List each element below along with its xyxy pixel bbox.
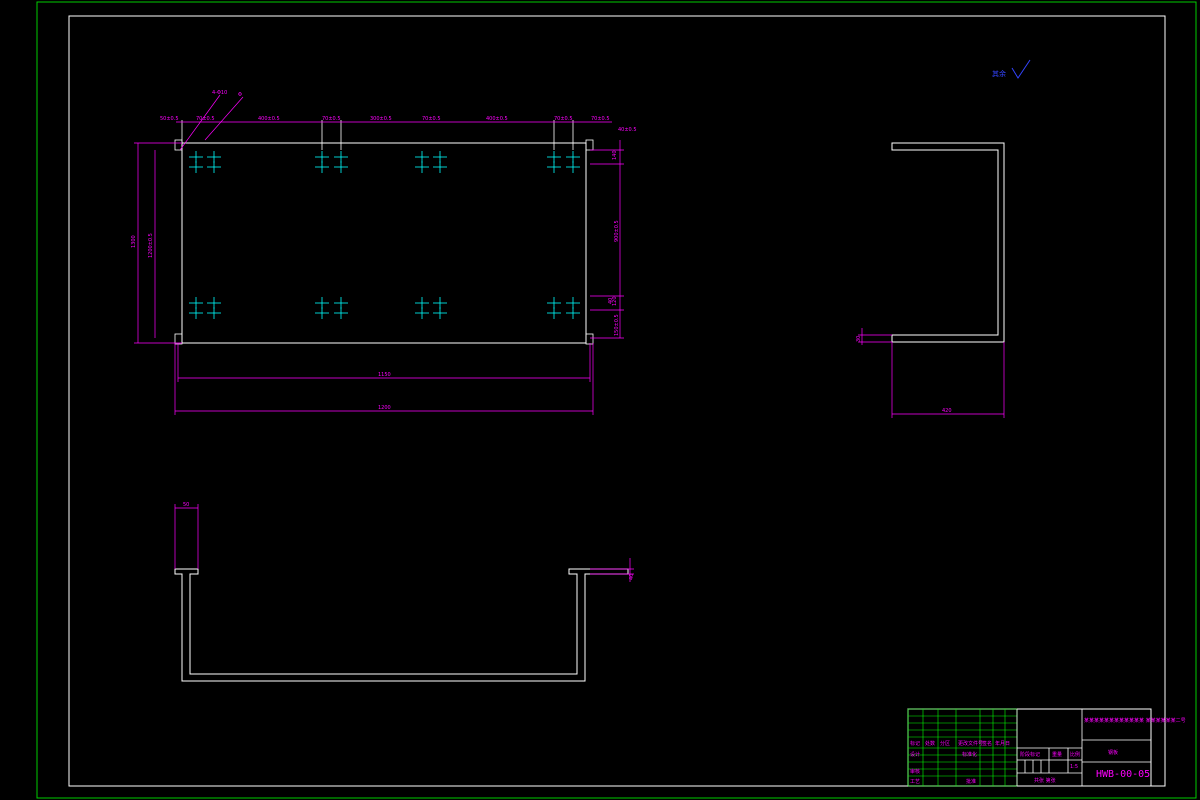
leader-label: 4-Φ10 bbox=[212, 90, 227, 96]
roughness-symbol-icon bbox=[1011, 59, 1031, 79]
top-dim-label: 70±0.5 bbox=[422, 116, 441, 122]
corner-tab bbox=[174, 139, 183, 151]
top-dim-label: 400±0.5 bbox=[486, 116, 508, 122]
drawing-title: 某某某某某某某某某某某某 某某某某某某二号 bbox=[1084, 718, 1186, 724]
right-dim-label: 900±0.5 bbox=[614, 220, 620, 242]
right-dim-label: 150±0.5 bbox=[614, 314, 620, 336]
sheet-info: 共张 第张 bbox=[1034, 777, 1056, 784]
top-dim-label: 50±0.5 bbox=[160, 116, 179, 122]
tb-mid-label: 标准化 bbox=[962, 751, 977, 758]
front-flange-dim: 50 bbox=[183, 502, 189, 508]
bottom-dim-label: 1200 bbox=[378, 405, 391, 411]
corner-tab bbox=[585, 139, 594, 151]
roughness-note: 其余 bbox=[992, 59, 1031, 79]
top-dim-label: 70±0.5 bbox=[591, 116, 610, 122]
top-dim-label: 300±0.5 bbox=[370, 116, 392, 122]
top-dim-label: 70±0.5 bbox=[196, 116, 215, 122]
corner-tab bbox=[174, 333, 183, 345]
stage-label: 阶段标记 bbox=[1020, 751, 1040, 758]
right-dim-label: 40±0.5 bbox=[618, 127, 637, 133]
top-dim-label: 400±0.5 bbox=[258, 116, 280, 122]
tb-mid-label: 批准 bbox=[966, 778, 976, 785]
tb-row-label: 审核 bbox=[910, 768, 920, 775]
front-side-dim: 40 bbox=[629, 574, 635, 580]
corner-tab bbox=[585, 333, 594, 345]
tb-header: 年月日 bbox=[995, 740, 1010, 747]
tb-header: 分区 bbox=[940, 740, 950, 747]
left-dim-label: 1300 bbox=[131, 235, 137, 248]
side-width-dim: 420 bbox=[942, 408, 952, 414]
top-dim-label: 70±0.5 bbox=[554, 116, 573, 122]
tb-header: 更改文件号 bbox=[958, 740, 983, 747]
roughness-note-text: 其余 bbox=[992, 69, 1006, 78]
stage-label: 比例 bbox=[1070, 751, 1080, 758]
hole-center-marks bbox=[189, 151, 580, 319]
plate-outline bbox=[181, 142, 587, 344]
left-dim-label: 1200±0.5 bbox=[148, 233, 154, 258]
title-block: 某某某某某某某某某某某某 某某某某某某二号 钢板 HWB-00-05 1:5 共… bbox=[907, 708, 1186, 787]
tb-header: 签名 bbox=[982, 740, 992, 747]
side-view: 30 420 bbox=[856, 142, 1005, 418]
tb-header: 处数 bbox=[925, 740, 935, 747]
tb-row-label: 设计 bbox=[910, 751, 920, 758]
front-view: 50 40 bbox=[174, 502, 635, 682]
tb-header: 标记 bbox=[910, 740, 920, 747]
side-height-dim: 30 bbox=[856, 336, 862, 342]
right-dim-label: 40 bbox=[608, 298, 614, 304]
top-dim-label: 70±0.5 bbox=[322, 116, 341, 122]
channel-profile bbox=[891, 142, 1005, 343]
tray-profile bbox=[174, 568, 629, 682]
leader-label: Φ bbox=[238, 92, 242, 98]
leader-line bbox=[179, 94, 221, 151]
sheet-border bbox=[36, 1, 1197, 799]
plan-view: 50±0.5 70±0.5 400±0.5 70±0.5 300±0.5 70±… bbox=[131, 90, 637, 415]
drawing-frame bbox=[68, 15, 1166, 787]
scale-value: 1:5 bbox=[1070, 764, 1078, 770]
bottom-dim-label: 1150 bbox=[378, 372, 391, 378]
right-dim-label: 120 bbox=[612, 296, 618, 306]
leader-line bbox=[204, 96, 244, 141]
material-label: 钢板 bbox=[1108, 749, 1118, 756]
right-dim-label: 140 bbox=[612, 150, 618, 160]
tb-row-label: 工艺 bbox=[910, 779, 920, 785]
drawing-code: HWB-00-05 bbox=[1096, 769, 1150, 780]
stage-label: 重量 bbox=[1052, 751, 1062, 758]
